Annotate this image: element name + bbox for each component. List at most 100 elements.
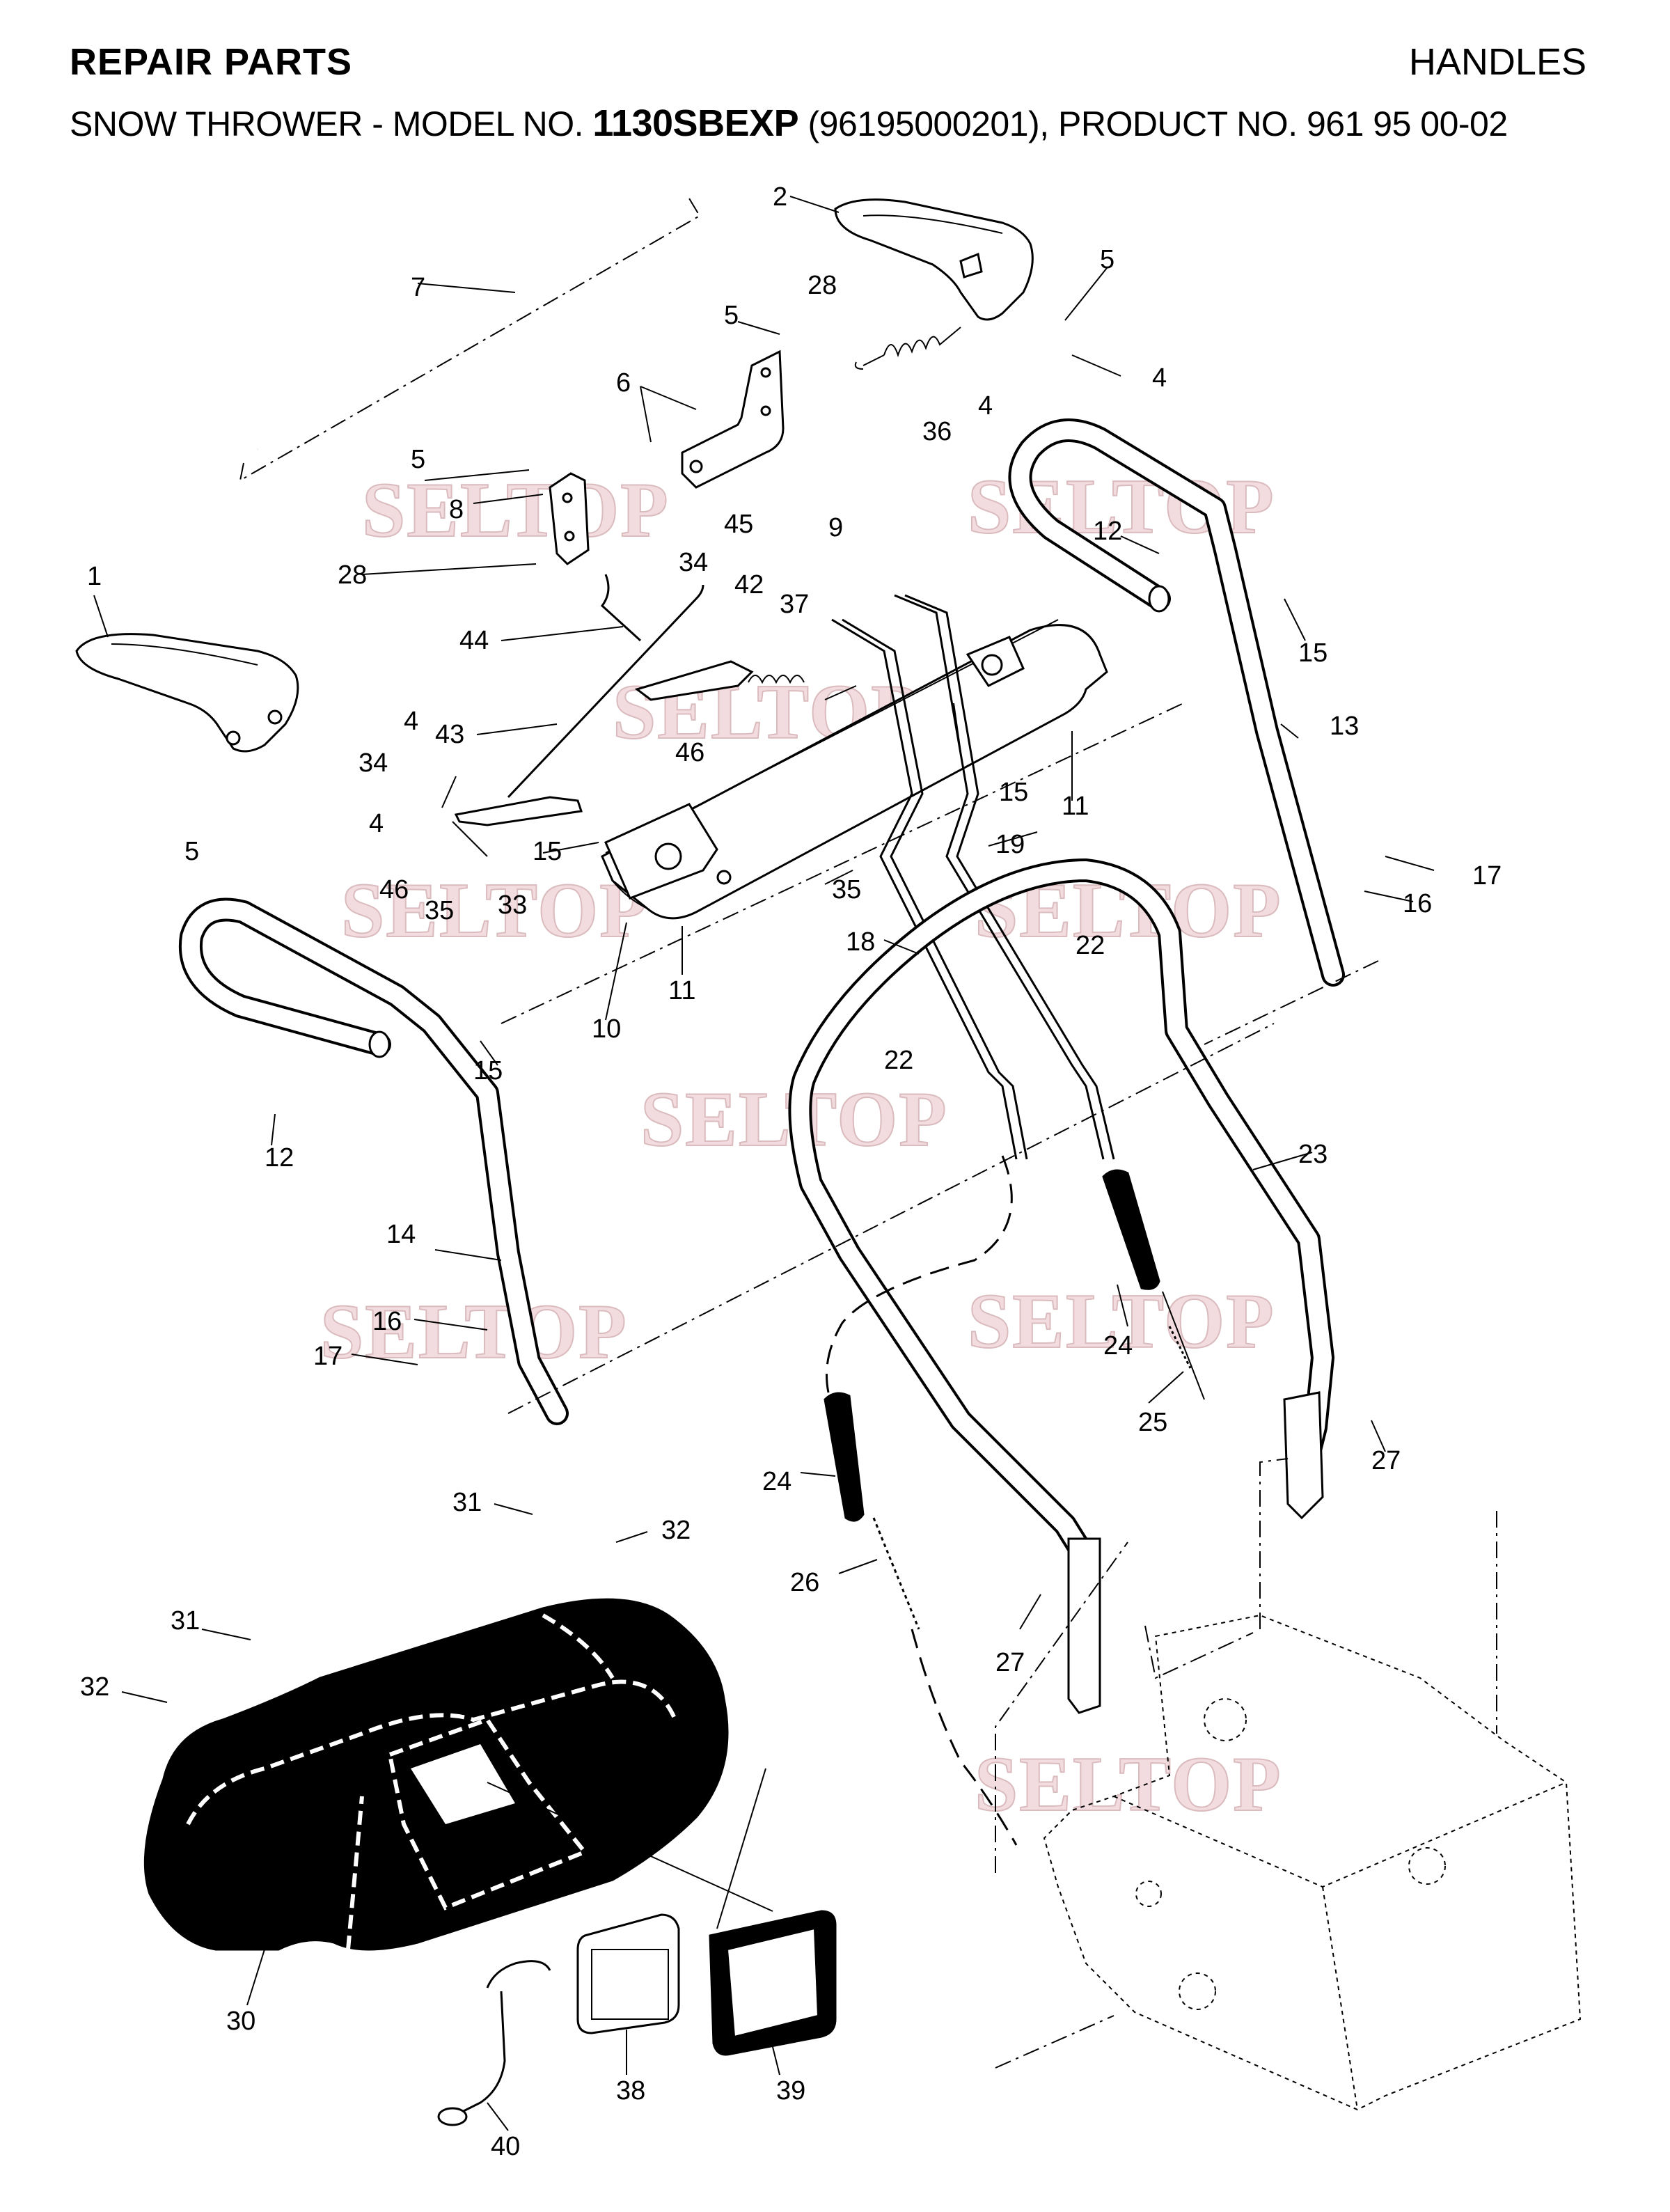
callout-11: 11 <box>1062 792 1089 821</box>
bracket-part-33 <box>454 796 583 826</box>
callout-13: 13 <box>1330 712 1359 741</box>
callout-22: 22 <box>1076 931 1105 960</box>
callout-34: 34 <box>679 548 708 577</box>
callout-15: 15 <box>533 837 562 866</box>
callout-4: 4 <box>404 707 418 736</box>
handle-part-23 <box>788 858 1334 1714</box>
lever-part-1 <box>75 633 299 753</box>
callout-19: 19 <box>995 830 1025 859</box>
rod-part-19 <box>894 594 1115 1160</box>
callout-5: 5 <box>184 837 199 866</box>
callout-35: 35 <box>425 896 454 925</box>
callout-4: 4 <box>1152 363 1167 393</box>
callout-36: 36 <box>922 417 952 446</box>
watermark: SELTOP <box>362 467 670 554</box>
guide-lines <box>501 703 1497 2069</box>
callout-12: 12 <box>1093 517 1122 546</box>
console-part <box>601 619 1108 920</box>
lamp-part-39 <box>709 1910 837 2056</box>
callout-11: 11 <box>668 976 695 1005</box>
rod-part-43 <box>507 584 704 799</box>
callout-15: 15 <box>999 778 1028 807</box>
callout-1: 1 <box>87 562 102 591</box>
callout-45: 45 <box>724 510 753 539</box>
subtitle-prefix: SNOW THROWER - MODEL NO. <box>70 104 593 143</box>
callout-5: 5 <box>724 301 739 330</box>
callout-7: 7 <box>411 273 425 302</box>
callout-16: 16 <box>372 1307 402 1336</box>
callout-24: 24 <box>762 1467 791 1496</box>
watermark: SELTOP <box>341 868 649 954</box>
callout-32: 32 <box>80 1672 109 1702</box>
callout-37: 37 <box>780 590 809 619</box>
page-header: REPAIR PARTS HANDLES SNOW THROWER - MODE… <box>0 0 1670 153</box>
callout-4: 4 <box>978 391 993 421</box>
callout-labels: 1 2 4 4 4 4 5 5 5 5 6 7 8 9 10 11 11 12 … <box>80 182 1502 2161</box>
handle-part-14 <box>178 897 569 1425</box>
callout-43: 43 <box>435 720 464 749</box>
callout-9: 9 <box>828 513 843 542</box>
callout-5: 5 <box>1100 245 1114 274</box>
callout-26: 26 <box>790 1568 819 1597</box>
callout-24: 24 <box>1103 1331 1133 1360</box>
callout-18: 18 <box>846 927 875 957</box>
wire-part-40 <box>437 1960 551 2126</box>
watermark: SELTOP <box>975 1741 1282 1828</box>
lamp-part-38 <box>576 1913 680 2034</box>
callout-2: 2 <box>773 182 787 212</box>
section-title: REPAIR PARTS <box>70 41 353 83</box>
callout-5: 5 <box>411 445 425 474</box>
bracket-part-42 <box>634 660 754 701</box>
callout-16: 16 <box>1403 889 1432 918</box>
rod-part-7 <box>239 198 701 482</box>
rod-part-44 <box>600 574 642 642</box>
callout-6: 6 <box>616 368 631 398</box>
callout-12: 12 <box>265 1143 294 1172</box>
grip-part-24 <box>824 1169 1160 1522</box>
spring-part-25 <box>1162 1291 1205 1400</box>
spring-part-36 <box>854 327 961 370</box>
callout-17: 17 <box>313 1342 342 1371</box>
callout-39: 39 <box>776 2076 805 2105</box>
headlight-housing-part-30 <box>143 1598 729 1951</box>
callout-17: 17 <box>1472 861 1502 891</box>
callout-46: 46 <box>379 875 409 904</box>
callout-22: 22 <box>884 1046 913 1075</box>
chassis <box>1043 1614 1582 2111</box>
callout-34: 34 <box>359 748 388 778</box>
callout-28: 28 <box>808 271 837 300</box>
watermark: SELTOP <box>968 1278 1275 1365</box>
callout-27: 27 <box>1371 1446 1401 1475</box>
callout-42: 42 <box>734 570 764 599</box>
spring-part-26 <box>872 1517 920 1630</box>
callout-8: 8 <box>449 495 464 524</box>
callout-33: 33 <box>498 891 527 920</box>
callout-14: 14 <box>386 1220 416 1249</box>
callout-46: 46 <box>675 738 704 767</box>
callout-44: 44 <box>459 626 489 655</box>
callout-31: 31 <box>452 1488 482 1517</box>
bracket-part-8 <box>549 472 590 565</box>
callout-28: 28 <box>338 560 367 590</box>
callout-40: 40 <box>491 2132 520 2161</box>
spring-part-37 <box>748 675 805 684</box>
category-title: HANDLES <box>1408 41 1586 83</box>
callout-30: 30 <box>226 2007 255 2036</box>
callout-31: 31 <box>171 1606 200 1636</box>
callout-38: 38 <box>616 2076 645 2105</box>
callout-25: 25 <box>1138 1408 1167 1437</box>
callout-32: 32 <box>661 1516 691 1545</box>
subtitle-suffix: (96195000201), PRODUCT NO. 961 95 00-02 <box>798 104 1508 143</box>
model-number: 1130SBEXP <box>592 102 799 144</box>
callout-35: 35 <box>832 875 861 904</box>
handle-part-13 <box>1008 418 1345 987</box>
rod-part-18 <box>831 618 1028 1160</box>
callout-27: 27 <box>995 1648 1025 1677</box>
bracket-part-9 <box>681 350 785 489</box>
watermark: SELTOP <box>320 1289 628 1375</box>
cable <box>826 1155 1018 1846</box>
leader-lines <box>93 196 1435 2131</box>
callout-4: 4 <box>369 809 384 838</box>
lever-part-2 <box>834 198 1034 321</box>
